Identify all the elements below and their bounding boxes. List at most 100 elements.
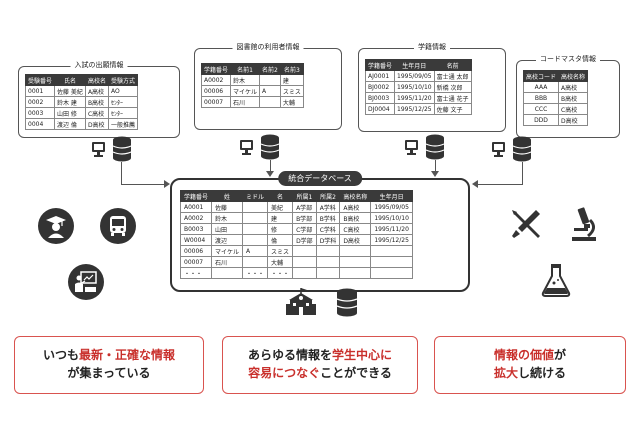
cell: C高校 [84,107,109,119]
cell: A [242,245,269,257]
cell: DJ0004 [364,103,396,115]
cell [370,267,413,279]
cell: AO [107,85,138,97]
column-header: ミドル [242,190,269,202]
message-highlight: 学生中心に [332,348,393,362]
cell: 美紀 [267,201,294,213]
cell: D高校 [558,114,589,126]
message-text: が [554,348,567,362]
cell: 石川 [230,96,261,108]
cell: 0002 [24,96,56,108]
integrated-database-title: 統合データベース [278,171,362,186]
cell [315,245,341,257]
column-header: 受験番号 [24,74,56,86]
cell: 大輔 [267,256,294,268]
table-header-row: 高校コード 高校名称 [522,70,589,82]
connector-line [435,160,436,172]
message-box-student-centric: あらゆる情報を学生中心に 容易につなぐことができる [222,336,418,394]
school-icon [286,288,316,315]
cell: C高校 [339,223,372,235]
cell: 佐藤 文子 [433,103,472,115]
cell: マイケル [211,245,244,257]
cell: 修 [267,223,294,235]
database-icon [512,136,532,162]
cell [292,256,317,268]
column-header: 名前3 [279,63,304,75]
cell [242,201,269,213]
cell: A学科 [315,201,341,213]
flask-icon [541,264,571,297]
cell: ｾﾝﾀｰ [107,96,138,108]
integrated-database-panel: 統合データベース 学籍番号 姓 ミドル 名 所属1 所属2 高校名称 生年月日 … [170,171,470,292]
column-header: 名 [267,190,294,202]
message-highlight: 容易につなぐ [248,366,321,380]
cell: D高校 [339,234,372,246]
message-line-2: 拡大し続ける [435,364,625,382]
graduate-icon [38,208,74,244]
cell: B高校 [84,96,109,108]
cell: 00007 [179,256,213,268]
column-header: 所属2 [315,190,341,202]
message-box-value-growth: 情報の価値が 拡大し続ける [434,336,626,394]
table-row: ・・・・・・・・・ [179,267,413,279]
cell: 山田 修 [54,107,86,119]
cell: 00006 [200,85,232,97]
column-header: 高校名 [84,74,109,86]
cell: BJ0003 [364,92,396,104]
column-header: 受験方式 [107,74,138,86]
cell: 佐藤 美紀 [54,85,86,97]
cell: AJ0001 [364,70,396,82]
cell: B学部 [292,212,317,224]
cell [242,234,269,246]
message-line-1: あらゆる情報を学生中心に [223,346,417,364]
cell: 一般推薦 [107,118,138,130]
column-header: 名前1 [230,63,261,75]
cell [242,223,269,235]
column-header: 所属1 [292,190,317,202]
cell [292,245,317,257]
cell: 渡辺 [211,234,244,246]
message-line-2: が集まっている [15,364,203,382]
message-highlight: 拡大 [493,366,518,380]
cell [211,267,244,279]
cell: 0003 [24,107,56,119]
cell: ・・・ [179,267,213,279]
cell: A高校 [558,81,589,93]
cell: 00007 [200,96,232,108]
cell: 00006 [179,245,213,257]
message-highlight: 最新・正確な情報 [79,348,176,362]
cell: B0003 [179,223,213,235]
connector-line [121,162,122,184]
microscope-icon [572,207,596,241]
cell: C学科 [315,223,341,235]
arrow-left-icon [472,180,478,188]
cell: 石川 [211,256,244,268]
cell: C学部 [292,223,317,235]
cell: 富士通 花子 [433,92,472,104]
column-header: 高校名称 [558,70,589,82]
column-header: 生年月日 [370,190,413,202]
cell [292,267,317,279]
column-header: 学籍番号 [200,63,232,75]
message-highlight: 情報の価値 [493,348,554,362]
cell: 0001 [24,85,56,97]
cell: 富士通 太郎 [433,70,472,82]
cell: 1995/10/10 [370,212,413,224]
column-header: 学籍番号 [364,59,396,71]
cell: ・・・ [267,267,294,279]
